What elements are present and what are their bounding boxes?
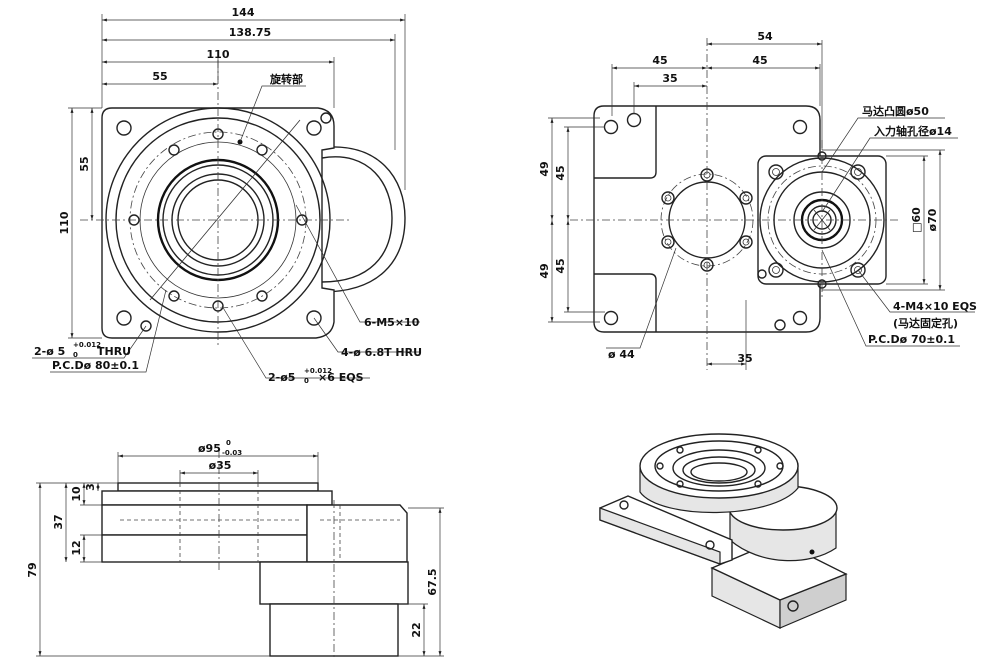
label-motor-boss: 马达凸圆ø50 (862, 104, 929, 118)
label-pin-holes-tol-low: 0 (304, 377, 309, 385)
dim-49-a: 49 (538, 161, 551, 176)
label-pin-thru-tol-up: +0.012 (73, 341, 101, 349)
dim-138-75: 138.75 (229, 26, 271, 39)
label-pin-thru-tail: THRU (97, 345, 131, 358)
label-pin-holes-main: 2-ø5 (268, 371, 295, 384)
label-pcd-70: P.C.Dø 70±0.1 (868, 333, 955, 346)
dim-55-top: 55 (152, 70, 167, 83)
label-pcd-80: P.C.Dø 80±0.1 (52, 359, 139, 372)
dim-3: 3 (84, 483, 97, 491)
dim-35-top: 35 (662, 72, 677, 85)
top-left-view: 144 138.75 110 55 55 110 旋转部 6-M5×10 4-ø… (32, 6, 422, 385)
dim-37: 37 (52, 514, 65, 529)
dim-144: 144 (232, 6, 255, 19)
top-right-view: 54 45 45 35 49 45 49 45 35 □60 ø70 马达凸圆ø… (538, 30, 977, 370)
dim-49-b: 49 (538, 263, 551, 278)
dim-45-d: 45 (554, 258, 567, 273)
dim-dia-35: ø35 (209, 459, 232, 472)
dim-35-bottom: 35 (737, 352, 752, 365)
dim-54: 54 (757, 30, 773, 43)
dim-45-c: 45 (554, 165, 567, 180)
dim-79: 79 (26, 562, 39, 577)
dim-dia-70: ø70 (926, 208, 939, 231)
label-motor-holes: 4-M4×10 EQS (893, 300, 977, 313)
dim-dia-95: ø95 (198, 442, 221, 455)
dim-45-a: 45 (652, 54, 667, 67)
side-view: ø95 0 -0.03 ø35 10 3 37 12 79 67.5 22 (26, 439, 444, 660)
dim-12: 12 (70, 540, 83, 555)
label-thread-holes: 6-M5×10 (364, 316, 420, 329)
dim-110-left: 110 (58, 211, 71, 234)
label-rotating-part: 旋转部 (269, 72, 303, 86)
label-pin-thru-tol-low: 0 (73, 351, 78, 359)
dim-dia-95-tol-up: 0 (226, 439, 231, 447)
dim-110-top: 110 (207, 48, 230, 61)
dim-dia-95-tol-low: -0.03 (222, 449, 242, 457)
label-pin-holes-tol-up: +0.012 (304, 367, 332, 375)
label-pin-thru-main: 2-ø 5 (34, 345, 65, 358)
isometric-view (599, 433, 848, 629)
dim-22: 22 (410, 622, 423, 637)
dim-45-b: 45 (752, 54, 767, 67)
dim-square-60: □60 (910, 207, 923, 233)
dim-55-left: 55 (78, 156, 91, 171)
dim-67-5: 67.5 (426, 568, 439, 595)
dim-10: 10 (70, 486, 83, 502)
label-thru-holes: 4-ø 6.8T HRU (341, 346, 422, 359)
label-pin-holes-tail: ×6 EQS (318, 371, 364, 384)
label-motor-holes-note: (马达固定孔) (893, 316, 958, 330)
label-dia-44: ø 44 (608, 348, 635, 361)
label-input-shaft: 入力轴孔径ø14 (874, 124, 952, 138)
